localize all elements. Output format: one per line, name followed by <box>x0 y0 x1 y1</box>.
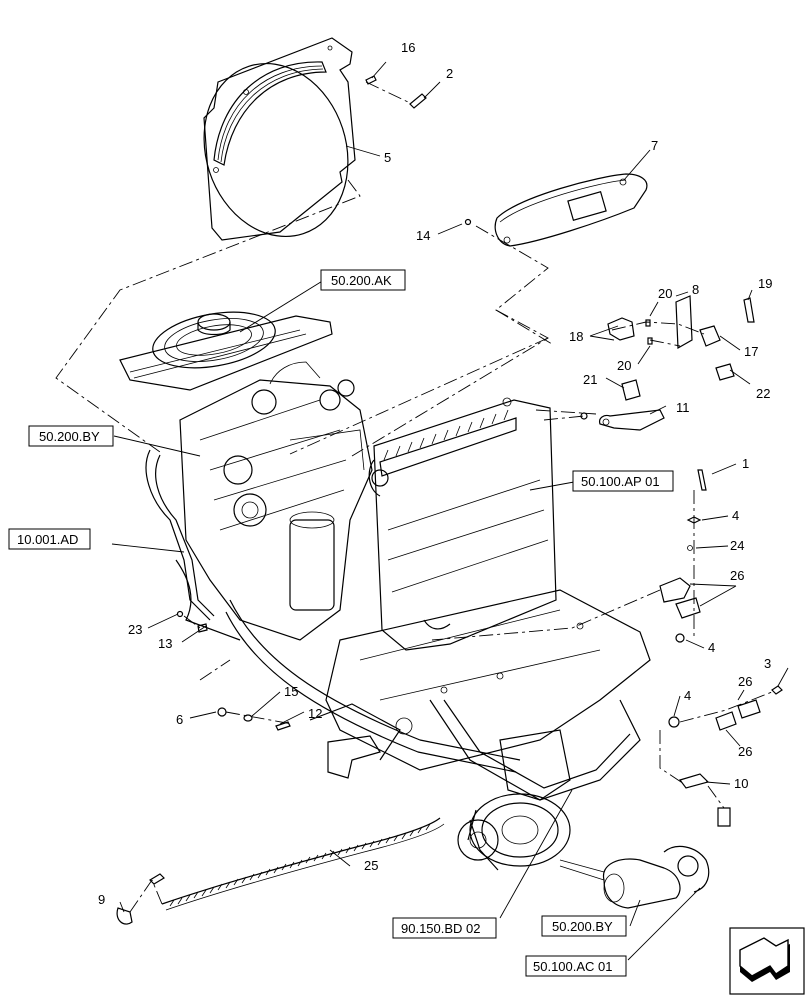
callout-1: 1 <box>742 456 749 471</box>
ref-50-200-by-top[interactable]: 50.200.BY <box>28 425 114 447</box>
bracket-11 <box>599 409 665 431</box>
bolt-2 <box>409 93 427 109</box>
callout-2: 2 <box>446 66 453 81</box>
spacer-20b <box>647 337 653 345</box>
callout-6: 6 <box>176 712 183 727</box>
ref-50-200-ak-label: 50.200.AK <box>331 273 392 288</box>
ref-50-100-ap-01-label: 50.100.AP 01 <box>581 474 660 489</box>
clip-21 <box>621 379 641 401</box>
ref-50-100-ac-01-label: 50.100.AC 01 <box>533 959 613 974</box>
hardware-parts <box>116 75 783 925</box>
callout-22: 22 <box>756 386 770 401</box>
spacer-20a <box>645 319 651 327</box>
isolator-26d <box>737 699 761 719</box>
callout-12: 12 <box>308 706 322 721</box>
callout-23: 23 <box>128 622 142 637</box>
callout-26b: 26 <box>738 674 752 689</box>
callout-numbers: 16 2 5 7 14 8 20 19 18 17 20 22 21 11 1 … <box>98 40 772 907</box>
isolator-26b <box>675 597 701 619</box>
callout-17: 17 <box>744 344 758 359</box>
screw-13 <box>197 623 208 633</box>
callout-4a: 4 <box>732 508 739 523</box>
callout-7: 7 <box>651 138 658 153</box>
ref-90-150-bd-02[interactable]: 90.150.BD 02 <box>392 917 497 939</box>
washer-24 <box>687 545 693 551</box>
chassis-frame <box>225 589 651 801</box>
callout-10: 10 <box>734 776 748 791</box>
ref-50-100-ap-01[interactable]: 50.100.AP 01 <box>572 470 674 492</box>
callout-13: 13 <box>158 636 172 651</box>
bracket-8 <box>675 295 693 350</box>
washer-15 <box>243 714 253 722</box>
switch-17 <box>699 325 721 347</box>
washer-23 <box>176 610 184 618</box>
callout-14: 14 <box>416 228 430 243</box>
callout-9: 9 <box>98 892 105 907</box>
ref-50-100-ac-01[interactable]: 50.100.AC 01 <box>525 955 627 977</box>
callout-20b: 20 <box>617 358 631 373</box>
engine-assembly <box>145 361 373 641</box>
condenser-fan-assembly <box>119 311 333 391</box>
fan-shroud-part <box>203 37 356 241</box>
ref-10-001-ad[interactable]: 10.001.AD <box>8 528 91 550</box>
callout-25: 25 <box>364 858 378 873</box>
callout-5: 5 <box>384 150 391 165</box>
relay-22 <box>715 363 735 381</box>
bolt-1 <box>697 469 707 491</box>
receiver-drier-assembly <box>559 845 710 909</box>
callout-11: 11 <box>676 400 690 415</box>
nut-4a <box>686 516 702 524</box>
ref-50-200-by-bottom-label: 50.200.BY <box>552 919 613 934</box>
callout-16: 16 <box>401 40 415 55</box>
ref-50-200-by-top-label: 50.200.BY <box>39 429 100 444</box>
callout-18: 18 <box>569 329 583 344</box>
callout-24: 24 <box>730 538 744 553</box>
screw-19 <box>743 297 755 323</box>
clip-18 <box>607 317 635 341</box>
callout-26c: 26 <box>738 744 752 759</box>
callout-26a: 26 <box>730 568 744 583</box>
cover-part <box>494 173 648 247</box>
nut-6 <box>217 707 227 717</box>
ref-50-200-ak[interactable]: 50.200.AK <box>320 269 406 291</box>
compressor-assembly <box>457 729 571 871</box>
nut-4b <box>675 633 685 643</box>
callout-20a: 20 <box>658 286 672 301</box>
ref-90-150-bd-02-label: 90.150.BD 02 <box>401 921 481 936</box>
bracket-10 <box>679 773 710 789</box>
leader-lines <box>111 61 789 961</box>
ref-10-001-ad-label: 10.001.AD <box>17 532 78 547</box>
screw-14 <box>464 218 472 226</box>
callout-19: 19 <box>758 276 772 291</box>
radiator-assembly <box>368 397 557 651</box>
arrow-navigation-icon[interactable] <box>729 927 805 995</box>
callout-15: 15 <box>284 684 298 699</box>
callout-8: 8 <box>692 282 699 297</box>
callout-4c: 4 <box>684 688 691 703</box>
assembly-lines <box>55 81 773 913</box>
callout-21: 21 <box>583 372 597 387</box>
ref-50-200-by-bottom[interactable]: 50.200.BY <box>541 915 627 937</box>
isolator-26a <box>659 577 691 603</box>
isolator-26c <box>715 711 737 731</box>
callout-4b: 4 <box>708 640 715 655</box>
bracket-10b <box>717 807 731 827</box>
nut-4c <box>668 716 680 728</box>
callout-3: 3 <box>764 656 771 671</box>
bolt-12 <box>275 721 291 731</box>
drain-hose-part <box>161 817 445 911</box>
bolt-3 <box>771 685 783 695</box>
clamp-9 <box>116 907 133 925</box>
